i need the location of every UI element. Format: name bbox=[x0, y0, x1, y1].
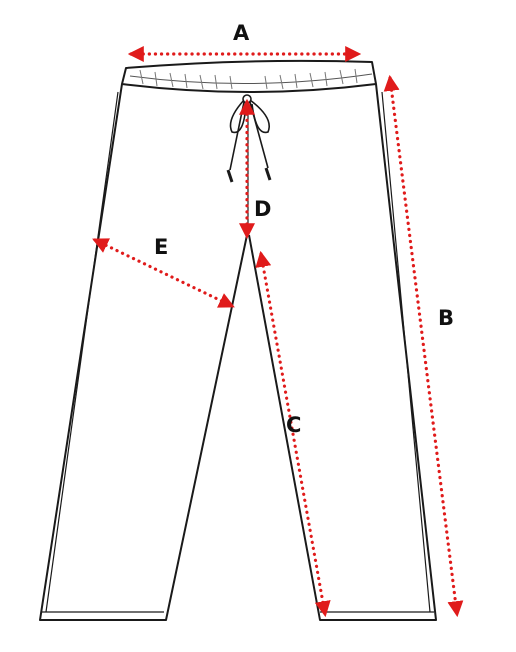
measurements bbox=[92, 46, 464, 618]
drawstring-icon bbox=[226, 94, 272, 183]
measure-line-e bbox=[92, 238, 235, 308]
left-leg-outline bbox=[39, 83, 248, 621]
measure-line-b bbox=[383, 74, 464, 618]
label-a: A bbox=[233, 21, 250, 45]
label-d: D bbox=[254, 197, 271, 221]
pants-icon bbox=[39, 59, 437, 621]
measure-line-c bbox=[255, 250, 331, 618]
label-c: C bbox=[286, 413, 301, 437]
waistband bbox=[121, 59, 377, 93]
label-e: E bbox=[154, 235, 168, 259]
label-b: B bbox=[438, 306, 454, 330]
right-leg-outline bbox=[248, 83, 437, 621]
